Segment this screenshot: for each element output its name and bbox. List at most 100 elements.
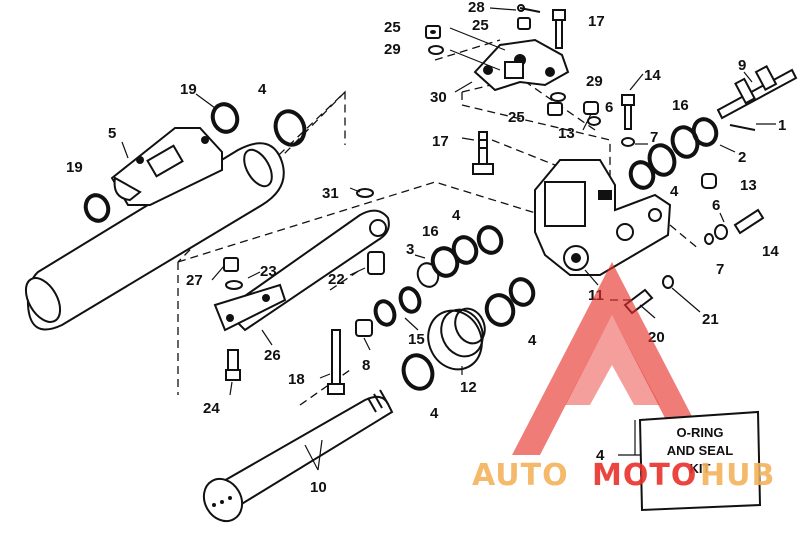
- callout-13-right: 13: [740, 177, 757, 194]
- o-ring-7-top: [621, 137, 635, 147]
- plug-13-right: [701, 173, 717, 189]
- o-ring-19-upper: [210, 102, 240, 134]
- callout-8: 8: [362, 357, 370, 374]
- callout-29-left: 29: [384, 41, 401, 58]
- o-ring-4-upper: [273, 109, 307, 147]
- callout-9: 9: [738, 57, 746, 74]
- o-ring-4-center-2: [476, 225, 504, 255]
- callout-30: 30: [430, 89, 447, 106]
- callout-6-top: 6: [605, 99, 613, 116]
- o-ring-7-right: [704, 233, 714, 245]
- cotter-pin-28: [517, 4, 541, 13]
- o-ring-3: [416, 262, 440, 288]
- callout-5: 5: [108, 125, 116, 142]
- callout-7-top: 7: [650, 129, 658, 146]
- screw-13-top: [583, 101, 599, 115]
- callout-19-left: 19: [66, 159, 83, 176]
- cylinder-housing: [24, 127, 285, 331]
- callout-24: 24: [203, 400, 220, 417]
- washers-15: [373, 286, 422, 327]
- watermark-logo: [512, 262, 712, 455]
- fitting-14-top: [621, 94, 635, 130]
- callout-28: 28: [468, 0, 485, 16]
- leader-lines: [121, 7, 776, 471]
- nut-25-right: [547, 102, 563, 116]
- kit-line-2: AND SEAL: [667, 443, 734, 458]
- callout-14-top: 14: [644, 67, 661, 84]
- kit-line-1: O-RING: [677, 425, 724, 440]
- o-ring-4-bottom: [401, 353, 435, 391]
- o-ring-4-lower-right: [508, 277, 536, 307]
- o-ring-16-center: [430, 246, 460, 278]
- piston-12: [427, 307, 486, 371]
- o-ring-4-right: [647, 143, 677, 177]
- callout-27: 27: [186, 272, 203, 289]
- bracket: [473, 38, 570, 92]
- piston-rod: [202, 389, 394, 523]
- fitting-14-right: [733, 208, 765, 235]
- washer-23: [225, 280, 243, 290]
- callout-25-top: 25: [472, 17, 489, 34]
- kit-line-3: KIT: [690, 461, 711, 476]
- nut-25-left: [425, 25, 441, 39]
- callout-10: 10: [310, 479, 327, 496]
- callout-4-left: 4: [258, 81, 267, 98]
- watermark-text: AUTO MOTO HUB: [472, 458, 775, 493]
- bolt-18: [327, 329, 345, 395]
- spool-9: [716, 65, 798, 120]
- callout-16-center: 16: [422, 223, 439, 240]
- nut-25-top: [517, 17, 531, 30]
- o-ring-4-mid: [628, 160, 656, 190]
- nut-8: [355, 319, 373, 337]
- screw-24: [225, 349, 241, 381]
- washer-29-left: [428, 45, 444, 55]
- callout-18: 18: [288, 371, 305, 388]
- callout-16-right: 16: [672, 97, 689, 114]
- svg-text:AUTO: AUTO: [472, 458, 569, 493]
- callout-7-right: 7: [716, 261, 724, 278]
- bolt-17-top: [552, 9, 566, 49]
- callout-4-right: 4: [670, 183, 679, 200]
- callout-22: 22: [328, 271, 345, 288]
- seal-kit-box: O-RING AND SEAL KIT: [634, 410, 762, 512]
- nut-27: [223, 257, 239, 272]
- washer-29-right: [550, 92, 566, 102]
- callout-6-right: 6: [712, 197, 720, 214]
- valve-body: [534, 159, 672, 276]
- bushing-22: [367, 251, 385, 275]
- callout-17-mid: 17: [432, 133, 449, 150]
- callout-4-center: 4: [452, 207, 461, 224]
- callout-23: 23: [260, 263, 277, 280]
- callout-13-top: 13: [558, 125, 575, 142]
- callout-15: 15: [408, 331, 425, 348]
- washer-6-top: [587, 116, 601, 126]
- washer-31: [356, 188, 374, 198]
- pin-1: [729, 124, 756, 131]
- callout-19-top: 19: [180, 81, 197, 98]
- callout-3: 3: [406, 241, 414, 258]
- svg-text:HUB: HUB: [700, 458, 775, 493]
- callout-31: 31: [322, 185, 339, 202]
- callout-4-lower: 4: [528, 332, 537, 349]
- svg-text:MOTO: MOTO: [592, 458, 697, 493]
- link-arm: [213, 209, 390, 332]
- callout-17-top: 17: [588, 13, 605, 30]
- callout-2: 2: [738, 149, 746, 166]
- washer-6-right: [714, 224, 728, 240]
- callout-14-right: 14: [762, 243, 779, 260]
- callout-labels: 1 2 3 4 4 4 4 4 4 5 6 6 7 7 8 9 10 11 12…: [66, 0, 786, 496]
- callout-1: 1: [778, 117, 786, 134]
- bolt-17-mid: [472, 131, 494, 175]
- callout-25-right: 25: [508, 109, 525, 126]
- o-ring-19-lower: [83, 193, 111, 223]
- o-ring-2: [691, 117, 719, 147]
- callout-21: 21: [702, 311, 719, 328]
- o-ring-21: [662, 275, 674, 289]
- callout-26: 26: [264, 347, 281, 364]
- callout-4-bottom: 4: [430, 405, 439, 422]
- callout-12: 12: [460, 379, 477, 396]
- o-ring-4-center: [451, 235, 479, 265]
- callout-4-kit: 4: [596, 447, 605, 464]
- o-ring-4-lower-mid: [484, 293, 516, 327]
